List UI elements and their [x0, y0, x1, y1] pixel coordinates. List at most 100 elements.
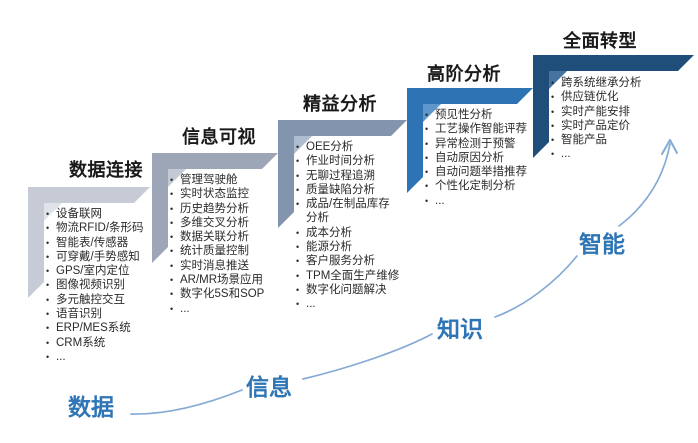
list-item-text: 成本分析	[306, 226, 352, 239]
bullet-icon: •	[425, 124, 429, 135]
list-item-text: ...	[561, 148, 571, 161]
bullet-icon: •	[551, 106, 555, 117]
list-item-text: TPM全面生产维修	[306, 269, 400, 282]
bullet-icon: •	[296, 142, 300, 152]
list-item-text: 无聊过程追溯	[306, 169, 375, 182]
step-title-info-visual: 信息可视	[182, 127, 256, 147]
list-item-text: 客户服务分析	[306, 255, 375, 268]
bullet-icon: •	[551, 135, 555, 146]
bullet-icon: •	[296, 156, 300, 167]
list-item: •...	[425, 194, 549, 208]
list-item: •可穿戴/手势感知	[46, 250, 160, 264]
step-band	[407, 88, 533, 193]
list-item-text: AR/MR场景应用	[180, 274, 264, 287]
list-item-text: 异常检测于预警	[435, 137, 516, 150]
list-item: • 异常检测于预警	[425, 137, 549, 151]
list-item-text: ...	[435, 194, 445, 207]
bullet-icon: •	[296, 227, 300, 238]
bullet-icon: •	[170, 175, 174, 185]
list-item: •ERP/MES系统	[46, 321, 160, 335]
list-item-text: ...	[180, 302, 190, 315]
step-title-advanced-analysis: 高阶分析	[427, 64, 501, 84]
bullet-icon: •	[296, 299, 300, 310]
step-title-data-connection: 数据连接	[69, 160, 143, 180]
bullet-icon: •	[46, 209, 50, 219]
list-item: •...	[170, 302, 284, 316]
list-item-text: 质量缺陷分析	[306, 183, 375, 196]
list-item-text: 供应链优化	[561, 91, 619, 104]
list-item: •实时产能安排	[551, 105, 671, 119]
bullet-icon: •	[170, 232, 174, 243]
bullet-icon: •	[296, 170, 300, 181]
list-item-text: CRM系统	[56, 336, 106, 349]
step-title-full-transform: 全面转型	[563, 31, 637, 51]
list-item: • 设备联网	[46, 207, 160, 221]
growth-curve	[130, 143, 671, 415]
bullet-icon: •	[46, 294, 50, 305]
step-band	[28, 187, 150, 298]
list-item: •自动原因分析	[425, 151, 549, 165]
list-item-text: 多维交叉分析	[180, 216, 249, 229]
list-item: •OEE分析	[296, 140, 400, 154]
list-item: •智能表/传感器	[46, 236, 160, 250]
list-item: •统计质量控制	[170, 244, 284, 258]
bullet-icon: •	[296, 284, 300, 295]
list-item-text: 实时状态监控	[180, 188, 249, 201]
list-item-text: 图像视频识别	[56, 279, 125, 292]
bullet-icon: •	[551, 78, 555, 88]
bullet-icon: •	[425, 138, 429, 149]
bullet-icon: •	[46, 323, 50, 334]
list-item: • 数据关联分析	[170, 230, 284, 244]
list-item: •GPS/室内定位	[46, 264, 160, 278]
bullet-icon: •	[296, 184, 300, 195]
bullet-icon: •	[551, 120, 555, 131]
list-item: •作业时间分析	[296, 154, 400, 168]
bullet-icon: •	[296, 242, 300, 253]
list-item: •...	[46, 350, 160, 364]
curve-label-intelligence: 智能	[579, 231, 625, 257]
list-item-text: ...	[56, 350, 66, 363]
list-item: • 管理驾驶舱	[170, 173, 284, 187]
list-item-text: 工艺操作智能评荐	[435, 123, 527, 136]
list-item-text: 实时产品定价	[561, 119, 630, 132]
bullet-icon: •	[551, 92, 555, 103]
list-item-text: 自动问题举措推荐	[435, 166, 527, 179]
list-item-text: 设备联网	[56, 208, 102, 220]
list-item: •...	[551, 147, 671, 161]
step-band	[152, 153, 278, 263]
bullet-icon: •	[425, 167, 429, 178]
list-item: •数字化问题解决	[296, 283, 400, 297]
bullet-icon: •	[170, 275, 174, 286]
list-item-text: 智能产品	[561, 134, 607, 147]
list-item-text: 语音识别	[56, 308, 102, 321]
bullet-icon: •	[46, 251, 50, 262]
bullet-icon: •	[425, 181, 429, 192]
bullet-icon: •	[46, 223, 50, 234]
list-item: •预见性分析	[425, 108, 549, 122]
list-item-text: 管理驾驶舱	[180, 174, 238, 186]
list-item-text: 物流RFID/条形码	[56, 222, 144, 235]
step-band-fold	[168, 169, 186, 187]
list-item-text: 个性化定制分析	[435, 180, 516, 193]
list-item-text: 统计质量控制	[180, 245, 249, 258]
list-item-text: 数据关联分析	[180, 231, 249, 244]
list-item-text: 实时消息推送	[180, 259, 249, 272]
step-band	[278, 120, 407, 228]
list-item: •...	[296, 297, 400, 311]
arrow-up-icon	[661, 139, 678, 155]
step-list-lean-analysis: •OEE分析•作业时间分析•无聊过程追溯•质量缺陷分析•成品/在制品库存分析•成…	[296, 140, 400, 312]
list-item: • 实时产品定价	[551, 119, 671, 133]
list-item: • 自动问题举措推荐	[425, 165, 549, 179]
list-item-text: 能源分析	[306, 241, 352, 254]
list-item: • 无聊过程追溯	[296, 169, 400, 183]
list-item: • 语音识别	[46, 307, 160, 321]
bullet-icon: •	[46, 309, 50, 320]
bullet-icon: •	[296, 270, 300, 281]
list-item: • 工艺操作智能评荐	[425, 122, 549, 136]
list-item-text: ...	[306, 298, 316, 311]
bullet-icon: •	[46, 351, 50, 362]
curve-label-knowledge: 知识	[437, 316, 483, 342]
list-item: •跨系统继承分析	[551, 76, 671, 90]
